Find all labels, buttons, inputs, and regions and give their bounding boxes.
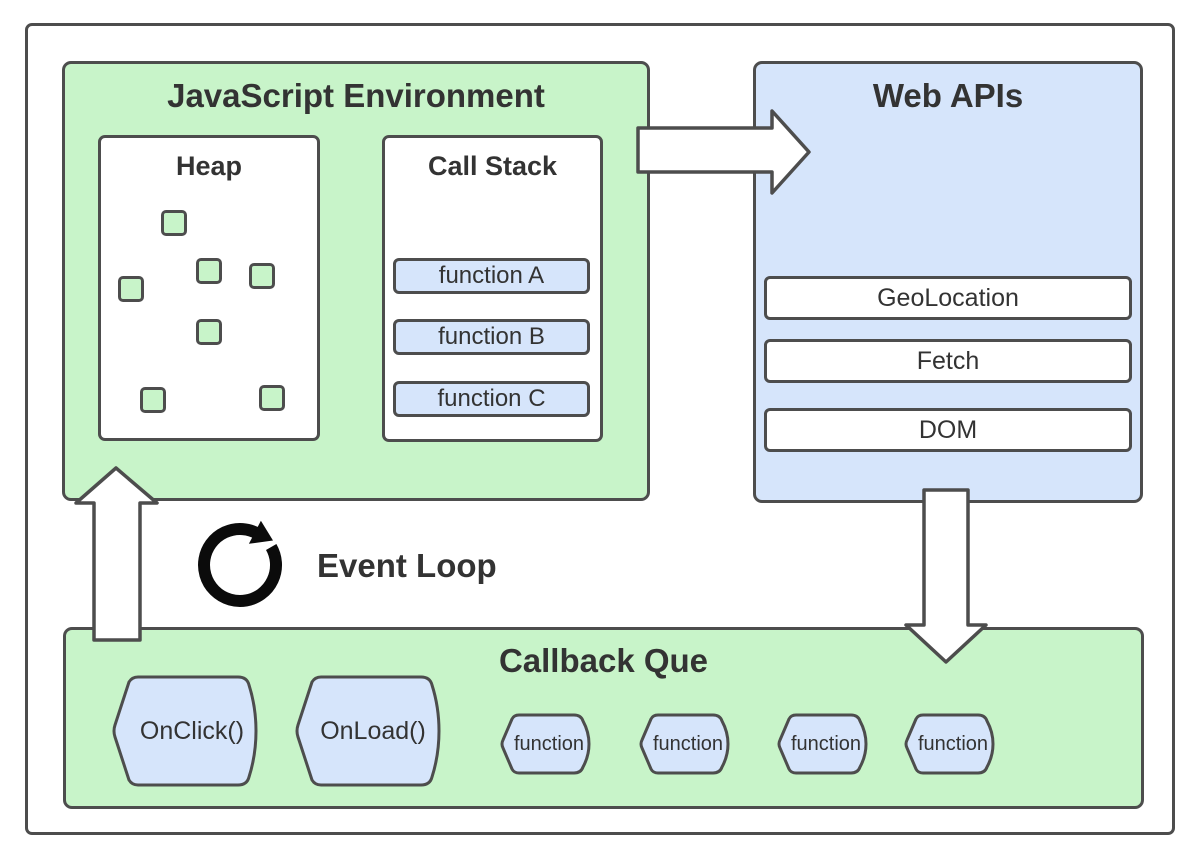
- event-loop-label: Event Loop: [317, 547, 497, 584]
- stack-frame: function B: [393, 319, 590, 355]
- call-stack-title: Call Stack: [427, 151, 558, 181]
- heap-object-square: [259, 385, 285, 411]
- heap-object-square: [196, 319, 222, 345]
- web-api-item: DOM: [764, 408, 1132, 452]
- callback-queue-title: Callback Que: [498, 642, 709, 679]
- heap-object-square: [249, 263, 275, 289]
- heap-object-square: [196, 258, 222, 284]
- js-environment-title: JavaScript Environment: [167, 77, 545, 114]
- stack-frame: function C: [393, 381, 590, 417]
- stack-frame: function A: [393, 258, 590, 294]
- callback-queue-box: Callback Que: [63, 627, 1144, 809]
- heap-object-square: [140, 387, 166, 413]
- web-apis-title: Web APIs: [872, 77, 1024, 114]
- web-api-item: GeoLocation: [764, 276, 1132, 320]
- web-api-item: Fetch: [764, 339, 1132, 383]
- heap-object-square: [161, 210, 187, 236]
- heap-title: Heap: [175, 151, 243, 181]
- heap-object-square: [118, 276, 144, 302]
